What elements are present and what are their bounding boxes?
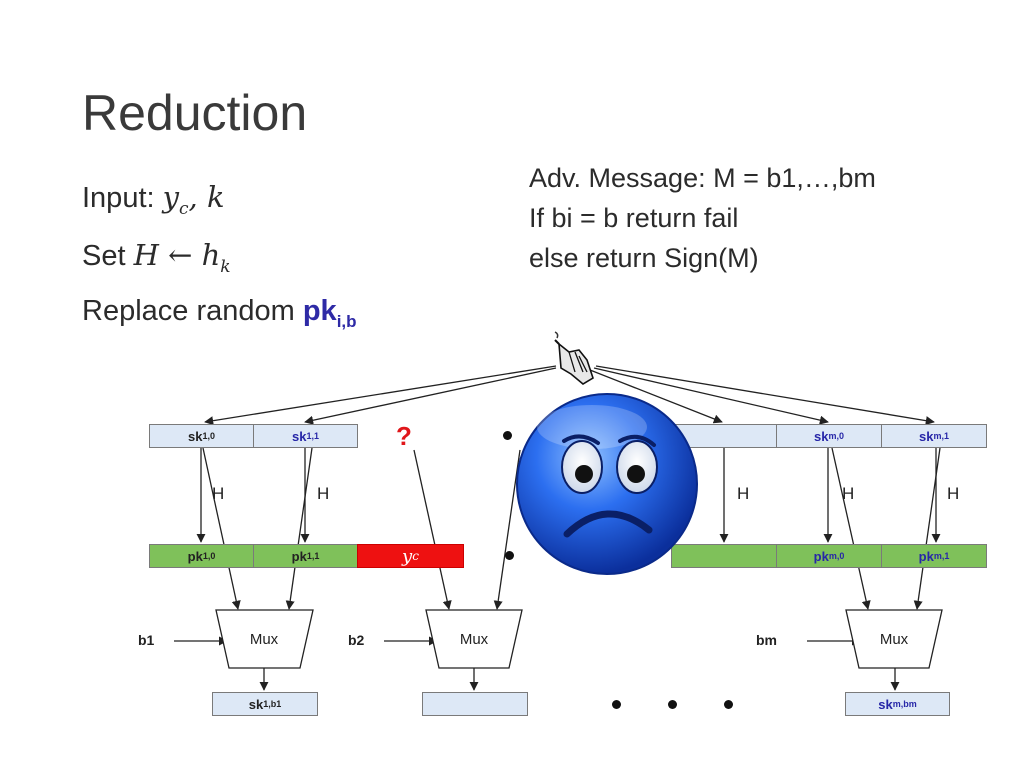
arrow-skm0-muxm [831, 447, 871, 610]
h-label: H [212, 484, 225, 503]
ellipsis-dot [724, 700, 733, 709]
sk-m-1-sub: m,1 [933, 431, 949, 441]
adv-message-line: Adv. Message: M = b1,…,bm [529, 163, 876, 193]
fail-line: If bi = b return fail [529, 203, 739, 233]
h-label: H [947, 484, 960, 503]
input-math-rest: , k [188, 180, 225, 214]
arrow-sk10-mux1 [202, 447, 241, 610]
arrow-hand-sk10 [204, 365, 557, 426]
arrow-sk11-mux1 [285, 447, 313, 610]
pk-m-1-sub: m,1 [933, 551, 950, 561]
mux-label: Mux [249, 631, 279, 648]
empty-output [422, 692, 528, 716]
replace-pk-sub: i,b [336, 311, 357, 331]
bm-label: bm [756, 632, 777, 648]
yc-text: y [402, 545, 413, 567]
mux-label: Mux [459, 631, 489, 648]
sk-1-1-text: sk [292, 428, 307, 444]
sk-1-0-text: sk [188, 428, 203, 444]
sk-m-0-text: sk [814, 428, 829, 444]
pk-m-1-text: pk [918, 548, 934, 564]
question-mark: ? [396, 421, 412, 451]
yc-sub: c [412, 549, 419, 563]
ellipsis-dot [612, 700, 621, 709]
b2-label: b2 [348, 632, 365, 648]
set-prefix: Set [82, 240, 134, 272]
input-prefix: Input: [82, 182, 163, 214]
sk-m-1-text: sk [919, 428, 934, 444]
sk-m-0-sub: m,0 [828, 431, 844, 441]
arrow-hand-skm0 [593, 367, 829, 425]
mux-1 [215, 609, 314, 669]
pk-1-1-text: pk [291, 548, 307, 564]
arrow-hand-skm1 [595, 365, 935, 426]
sk-1-1-sub: 1,1 [306, 431, 319, 441]
pk-1-1-sub: 1,1 [306, 551, 320, 561]
b1-label: b1 [138, 632, 155, 648]
pk-hidden-cell [671, 544, 777, 568]
replace-line: Replace random pki,b [82, 295, 357, 332]
sk-1-0-sub: 1,0 [202, 431, 215, 441]
ellipsis-dot [505, 551, 514, 560]
pk-1-0-sub: 1,0 [202, 551, 216, 561]
replace-pk: pk [302, 295, 337, 327]
sign-line: else return Sign(M) [529, 243, 759, 273]
arrow-hand-block [589, 369, 723, 424]
h-label: H [317, 484, 330, 503]
pk-1-0-text: pk [187, 548, 203, 564]
input-math-y: y [162, 180, 180, 214]
worried-face-icon [516, 393, 698, 575]
mux-label: Mux [879, 631, 909, 648]
pointing-hand-icon [554, 331, 594, 385]
h-label: H [737, 484, 750, 503]
arrow-q-mux2 [413, 449, 452, 610]
set-line: Set H ← hk [82, 238, 231, 277]
arrow-skm1-muxm [913, 447, 941, 610]
h-label: H [842, 484, 855, 503]
mux-m [845, 609, 943, 669]
input-math-sub: c [179, 198, 189, 219]
set-math: H ← h [133, 238, 221, 272]
replace-prefix: Replace random [82, 295, 303, 327]
sk-1-b1-sub: 1,b1 [263, 699, 282, 709]
mux-2 [425, 609, 523, 669]
sk-m-bm-sub: m,bm [892, 699, 917, 709]
page-title: Reduction [82, 85, 308, 141]
arrow-hand-sk11 [304, 367, 557, 425]
pk-m-0-text: pk [813, 548, 829, 564]
pk-m-0-sub: m,0 [828, 551, 845, 561]
ellipsis-dot [503, 431, 512, 440]
input-line: Input: yc, k [82, 180, 225, 219]
sk-1-b1-text: sk [248, 696, 264, 712]
arrow-dot-mux2 [493, 449, 521, 610]
sk-m-bm-text: sk [878, 696, 893, 712]
ellipsis-dot [668, 700, 677, 709]
set-math-sub: k [220, 256, 231, 277]
